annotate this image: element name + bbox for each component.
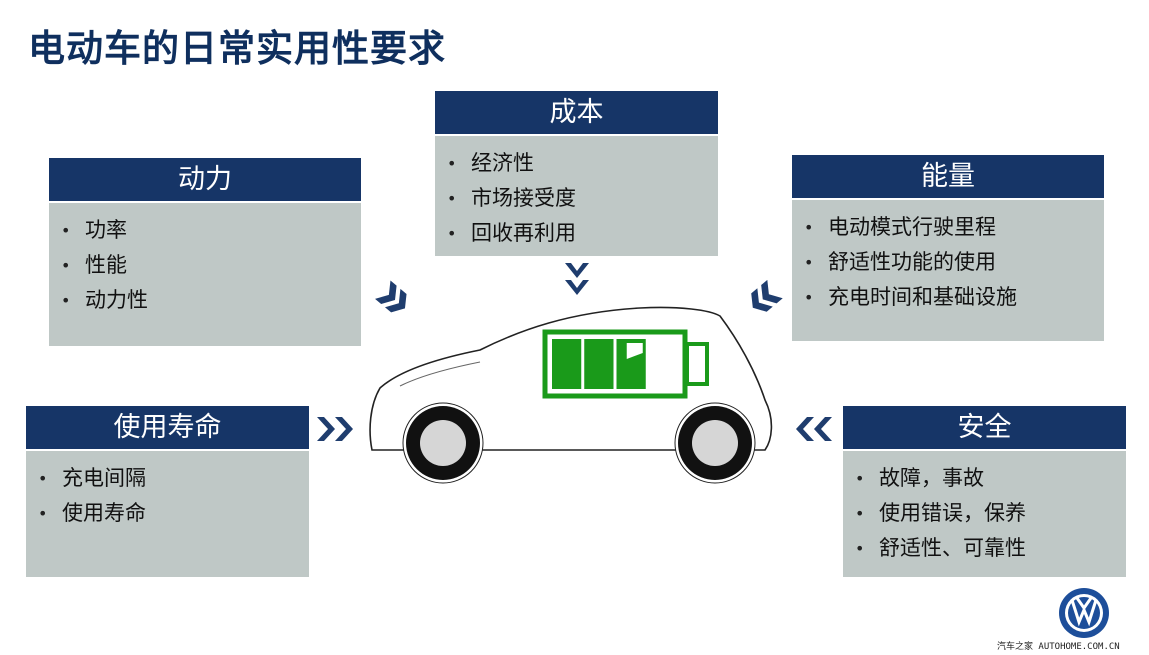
list-item: 经济性 xyxy=(435,146,718,181)
list-item: 充电间隔 xyxy=(26,461,309,496)
power-header: 动力 xyxy=(49,158,361,203)
list-item: 电动模式行驶里程 xyxy=(792,210,1104,245)
energy-header: 能量 xyxy=(792,155,1104,200)
list-item: 动力性 xyxy=(49,283,361,318)
service-life-list: 充电间隔 使用寿命 xyxy=(26,451,309,531)
cost-header: 成本 xyxy=(435,91,718,136)
battery-cell-filled xyxy=(552,339,582,389)
rear-wheel xyxy=(402,402,484,484)
list-item: 回收再利用 xyxy=(435,216,718,251)
list-item: 使用寿命 xyxy=(26,496,309,531)
chevron-arrow-icon xyxy=(565,263,589,295)
safety-header: 安全 xyxy=(843,406,1126,451)
list-item: 使用错误，保养 xyxy=(843,496,1126,531)
list-item: 性能 xyxy=(49,248,361,283)
chevron-arrow-icon xyxy=(751,280,783,312)
page-title: 电动车的日常实用性要求 xyxy=(28,27,446,70)
chevron-arrow-icon xyxy=(375,280,407,313)
service-life-box: 使用寿命 充电间隔 使用寿命 xyxy=(26,406,309,577)
battery-glare xyxy=(626,343,643,359)
energy-list: 电动模式行驶里程 舒适性功能的使用 充电时间和基础设施 xyxy=(792,200,1104,315)
chevron-arrow-icon xyxy=(796,417,832,441)
safety-box: 安全 故障，事故 使用错误，保养 舒适性、可靠性 xyxy=(843,406,1126,577)
battery-cell-empty xyxy=(648,339,678,389)
battery-icon xyxy=(542,329,709,399)
list-item: 舒适性功能的使用 xyxy=(792,245,1104,280)
power-box: 动力 功率 性能 动力性 xyxy=(49,158,361,346)
volkswagen-logo xyxy=(1059,588,1109,638)
list-item: 充电时间和基础设施 xyxy=(792,280,1104,315)
safety-list: 故障，事故 使用错误，保养 舒适性、可靠性 xyxy=(843,451,1126,566)
cost-box: 成本 经济性 市场接受度 回收再利用 xyxy=(435,91,718,256)
list-item: 市场接受度 xyxy=(435,181,718,216)
cost-list: 经济性 市场接受度 回收再利用 xyxy=(435,136,718,251)
chevron-arrow-icon xyxy=(317,417,353,441)
car-illustration xyxy=(369,306,773,484)
front-wheel xyxy=(674,402,756,484)
footer-watermark: 汽车之家 AUTOHOME.COM.CN xyxy=(997,642,1120,652)
battery-cell-filled xyxy=(584,339,614,389)
list-item: 功率 xyxy=(49,213,361,248)
service-life-header: 使用寿命 xyxy=(26,406,309,451)
list-item: 舒适性、可靠性 xyxy=(843,531,1126,566)
energy-box: 能量 电动模式行驶里程 舒适性功能的使用 充电时间和基础设施 xyxy=(792,155,1104,341)
power-list: 功率 性能 动力性 xyxy=(49,203,361,318)
list-item: 故障，事故 xyxy=(843,461,1126,496)
